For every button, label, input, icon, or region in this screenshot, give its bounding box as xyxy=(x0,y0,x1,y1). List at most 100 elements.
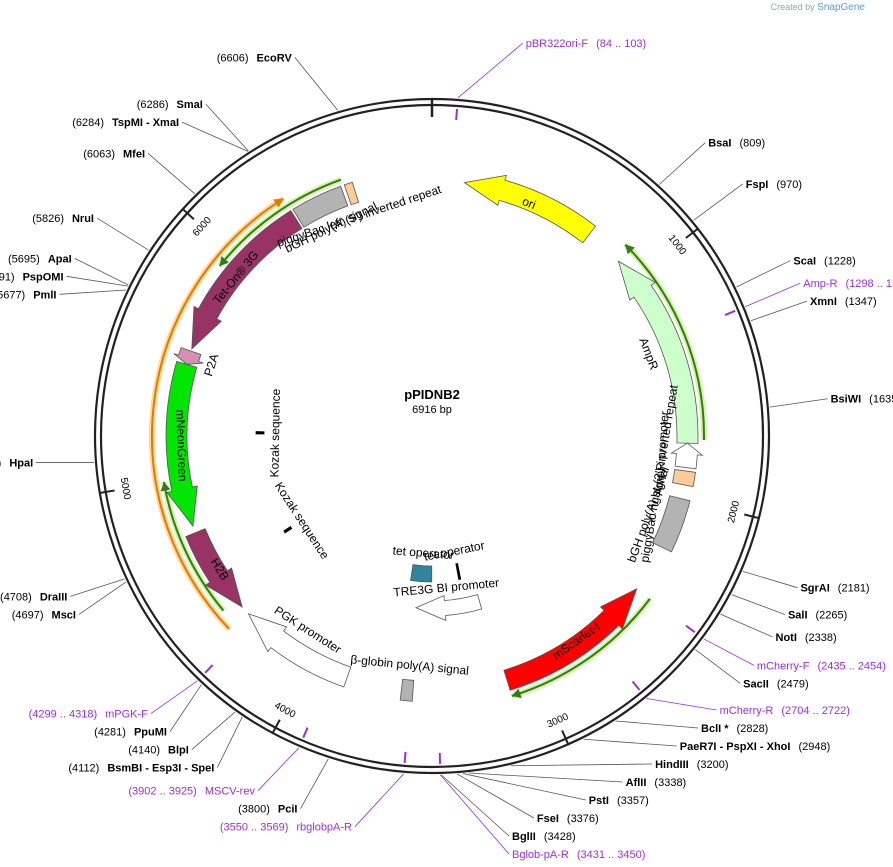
primer-mark-mpgk-f xyxy=(204,664,214,674)
leader-sacii xyxy=(695,649,741,684)
feature-tet-operator-18[interactable] xyxy=(455,562,462,580)
label-part-a: mCherry-F xyxy=(757,660,810,672)
site-label-aflii[interactable]: AflII(3338) xyxy=(626,777,687,789)
site-label-pcii[interactable]: (3800) PciI xyxy=(238,804,297,816)
label-part-a: (6286) xyxy=(137,99,169,111)
tick-label-4000: 4000 xyxy=(272,700,297,720)
label-part-a: (6606) xyxy=(217,52,249,64)
tick-4000 xyxy=(271,719,281,735)
feature-mneongreen-10[interactable] xyxy=(165,360,198,528)
feature-ampr-promoter-2[interactable] xyxy=(670,442,704,470)
site-leader-lines xyxy=(36,42,828,855)
feature-ori-0-label: ori xyxy=(520,194,538,212)
label-part-a: (3800) xyxy=(238,804,270,816)
site-label-hindiii[interactable]: HindIII(3200) xyxy=(655,759,728,771)
label-part-a: (4281) xyxy=(94,727,126,739)
site-label-smai[interactable]: (6286)SmaI xyxy=(137,99,203,111)
label-part-b: PmlI xyxy=(33,289,56,301)
site-label-fspi[interactable]: FspI(970) xyxy=(746,179,802,191)
leader-msci xyxy=(78,581,127,615)
feature-p2a-11[interactable] xyxy=(173,347,204,365)
site-label-msci[interactable]: (4697)MscI xyxy=(12,609,76,621)
feature-kozak-sequence-15[interactable] xyxy=(255,431,265,435)
site-label-psti[interactable]: PstI(3357) xyxy=(589,795,649,807)
primer-label-mscv-rev[interactable]: (3902 .. 3925)MSCV-rev xyxy=(128,786,255,798)
site-label-hpai[interactable]: (5101)HpaI xyxy=(0,457,33,469)
label-part-a: (3902 .. 3925) xyxy=(128,786,197,798)
site-label-bsai[interactable]: BsaI(809) xyxy=(708,138,765,150)
primer-label-mpgk-f[interactable]: (4299 .. 4318)mPGK-F xyxy=(29,709,149,721)
feature-piggybac-left-5-inverted-repeat-14[interactable] xyxy=(343,181,360,206)
label-part-b: (3376) xyxy=(567,813,599,825)
site-label-fsei[interactable]: FseI(3376) xyxy=(537,813,599,825)
label-part-a: (4708) xyxy=(0,591,32,603)
restriction-sites: pBR322ori-F(84 .. 103) BsaI(809) FspI(970)… xyxy=(0,38,893,861)
site-label-mfei[interactable]: (6063)MfeI xyxy=(83,148,145,160)
feature-tet-operator-17[interactable] xyxy=(410,564,433,583)
translation-arrowhead-3 xyxy=(160,481,171,492)
site-label-ecorv[interactable]: (6606) EcoRV xyxy=(217,52,293,64)
site-label-pmli[interactable]: (5677)PmlI xyxy=(0,289,56,301)
leader-bcli xyxy=(615,720,699,729)
feature-globin-poly-a-signal-7[interactable] xyxy=(399,678,415,702)
site-label-tspmi-xmai[interactable]: (6284)TspMI - XmaI xyxy=(72,117,179,129)
primer-label-amp-r[interactable]: Amp-R(1298 .. 1317) xyxy=(803,278,893,290)
site-label-sacii[interactable]: SacII(2479) xyxy=(743,678,808,690)
feature-h2b-9[interactable] xyxy=(185,528,243,608)
label-part-b: BlpI xyxy=(168,745,189,757)
primer-label-mcherry-f[interactable]: mCherry-F(2435 .. 2454) xyxy=(757,660,886,672)
feature-tet-on-3g-12[interactable] xyxy=(191,210,303,350)
feature-bgh-poly-a-signal-4[interactable] xyxy=(652,495,691,553)
site-label-draiii[interactable]: (4708)DraIII xyxy=(0,591,67,603)
site-label-noti[interactable]: NotI(2338) xyxy=(776,632,837,644)
site-label-ppumi[interactable]: (4281)PpuMI xyxy=(94,727,167,739)
translation-arrowhead-0 xyxy=(625,244,635,255)
feature-mscarlet-i-5[interactable] xyxy=(503,588,638,691)
site-label-scai[interactable]: ScaI(1228) xyxy=(793,256,855,268)
label-part-a: NotI xyxy=(776,632,797,644)
primer-mark-mcherry-r xyxy=(631,680,641,691)
leader-ecorv xyxy=(294,57,339,111)
leader-pcii xyxy=(300,758,329,809)
feature-kozak-sequence-16[interactable] xyxy=(283,526,293,534)
site-label-bsiwi[interactable]: BsiWI(1635) xyxy=(831,394,893,406)
label-part-a: (4140) xyxy=(128,745,160,757)
primer-label-pbr322ori-f[interactable]: pBR322ori-F(84 .. 103) xyxy=(526,38,647,50)
feature-tre3g-bi-promoter-6[interactable] xyxy=(415,594,483,622)
site-label-pspomi[interactable]: (5691)PspOMI xyxy=(0,271,64,283)
leader-fsei xyxy=(457,773,535,819)
site-label-sali[interactable]: SalI(2265) xyxy=(788,609,847,621)
label-part-b: EcoRV xyxy=(257,52,293,64)
site-label-bsmbi-esp3i-spei[interactable]: (4112)BsmBI - Esp3I - SpeI xyxy=(68,763,214,775)
site-label-blpi[interactable]: (4140) BlpI xyxy=(128,745,189,757)
site-label-nrui[interactable]: (5826)NruI xyxy=(32,213,94,225)
feature-pgk-promoter-8[interactable] xyxy=(247,613,352,688)
label-part-b: NruI xyxy=(72,213,94,225)
tick-1000 xyxy=(685,227,700,239)
feature-ori-0[interactable] xyxy=(463,174,597,244)
feature-bgh-poly-a-signal-13[interactable] xyxy=(292,185,349,228)
label-part-b: PciI xyxy=(278,804,298,816)
site-label-apai[interactable]: (5695)ApaI xyxy=(8,253,72,265)
feature-globin-poly-a-signal-7-label: β-globin poly(A) signal xyxy=(350,652,470,677)
label-part-b: HpaI xyxy=(9,457,33,469)
primer-label-bglob-pa-r[interactable]: Bglob-pA-R(3431 .. 3450) xyxy=(512,849,645,861)
tick-3000 xyxy=(561,730,570,746)
label-part-a: (3550 .. 3569) xyxy=(220,822,289,834)
site-label-bglii[interactable]: BglII(3428) xyxy=(512,831,576,843)
label-part-b: rbglobpA-R xyxy=(296,822,352,834)
primer-label-rbglobpa-r[interactable]: (3550 .. 3569) rbglobpA-R xyxy=(220,822,352,834)
feature-ampr-1[interactable] xyxy=(617,260,699,444)
feature-ampr-promoter-2-label: AmpR promoter xyxy=(651,411,671,497)
leader-pmli xyxy=(59,289,127,295)
site-label-xmni[interactable]: XmnI(1347) xyxy=(810,296,877,308)
feature-piggybac-right-3-inverted-repeat-3[interactable] xyxy=(672,469,696,488)
site-label-sgrai[interactable]: SgrAI(2181) xyxy=(800,583,869,595)
site-label-paer7i-pspxi-xhoi[interactable]: PaeR7I - PspXI - XhoI(2948) xyxy=(680,741,830,753)
leader-amp-r xyxy=(745,282,801,307)
label-part-b: (3200) xyxy=(697,759,729,771)
primer-label-mcherry-r[interactable]: mCherry-R(2704 .. 2722) xyxy=(720,705,850,717)
site-label-bcli[interactable]: BclI *(2828) xyxy=(701,723,768,735)
label-part-a: (4697) xyxy=(12,609,44,621)
primer-mark-amp-r xyxy=(724,309,736,316)
